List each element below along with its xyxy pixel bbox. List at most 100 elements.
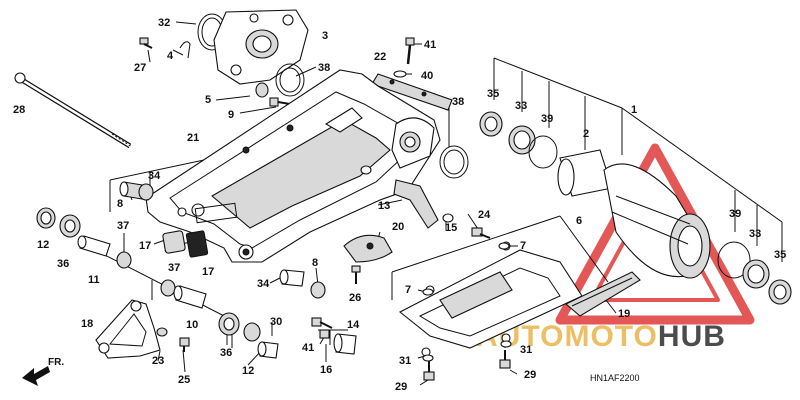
nut-small: [360, 165, 372, 175]
callout-31-right: 31: [520, 344, 532, 356]
o-ring-39b: [717, 241, 751, 279]
callout-24: 24: [478, 209, 491, 221]
callout-26: 26: [349, 292, 361, 304]
callout-9: 9: [228, 109, 234, 121]
callout-21: 21: [187, 132, 199, 144]
callout-3: 3: [322, 30, 328, 42]
eccentric-hub: [557, 149, 711, 279]
callout-34-lower: 34: [257, 278, 270, 290]
callout-7-right: 7: [520, 240, 526, 252]
callout-25: 25: [178, 374, 190, 386]
callout-1: 1: [631, 104, 637, 116]
oil-seal-35a: [479, 111, 503, 137]
callout-33-upper: 33: [515, 100, 527, 112]
washer-7b: [498, 242, 510, 250]
chain-guide-plate-22: [371, 73, 453, 111]
chain-guide-13: [393, 179, 439, 229]
shock-link-18: [95, 299, 161, 359]
callout-29-right: 29: [524, 369, 536, 381]
callout-37-lower: 37: [168, 262, 180, 274]
collar-5: [255, 82, 269, 98]
collar-14: [333, 333, 357, 355]
callout-17-left: 17: [139, 240, 151, 252]
callout-12-upper: 12: [37, 239, 49, 251]
callout-36-upper: 36: [57, 258, 69, 270]
oil-seal-35b: [768, 279, 792, 305]
watermark-text-moto: MOTO: [564, 320, 657, 353]
bolt-27: [139, 37, 153, 49]
chain-guide-19: [565, 271, 641, 317]
dust-seal-12b: [243, 322, 261, 342]
callout-8-upper: 8: [117, 198, 123, 210]
swingarm-body: [145, 69, 441, 263]
callout-12-lower: 12: [242, 365, 254, 377]
callout-38-lower: 38: [452, 96, 464, 108]
bolt-29a: [423, 360, 435, 381]
callout-28: 28: [13, 104, 25, 116]
front-direction-label: FR.: [48, 357, 64, 368]
callout-18: 18: [81, 318, 93, 330]
dust-seal-12a: [36, 207, 56, 229]
callout-41-lower: 41: [302, 342, 314, 354]
callout-23: 23: [152, 355, 164, 367]
callout-34-upper: 34: [148, 170, 161, 182]
callout-38-upper: 38: [318, 62, 330, 74]
callout-2: 2: [583, 128, 589, 140]
washer-40: [393, 70, 407, 78]
collar-10: [173, 285, 207, 309]
seal-38a: [275, 63, 305, 97]
callout-15: 15: [445, 222, 457, 234]
bearing-33b: [742, 259, 770, 289]
screw-26: [351, 265, 361, 284]
bearing-36b: [218, 312, 240, 336]
callout-35-lower: 35: [774, 249, 786, 261]
collar-31b: [500, 340, 512, 348]
callout-36-lower: 36: [220, 347, 232, 359]
bolt-24: [471, 227, 491, 239]
callout-33-lower: 33: [749, 228, 761, 240]
cotter-pin: [179, 41, 191, 59]
front-direction-arrow-icon: [22, 366, 50, 386]
o-ring-39a: [528, 135, 558, 169]
slider-pad-17a: [162, 230, 186, 254]
bolt-29b: [499, 350, 511, 369]
collar-15: [442, 213, 454, 223]
callout-27: 27: [134, 62, 146, 74]
callout-22: 22: [374, 51, 386, 63]
callout-14: 14: [347, 319, 360, 331]
callout-39-upper: 39: [541, 113, 553, 125]
nut-16: [319, 329, 330, 339]
callout-40: 40: [421, 70, 433, 82]
shock-link-bracket: [213, 9, 309, 85]
callout-31-left: 31: [399, 355, 411, 367]
seal-38b: [439, 145, 469, 179]
callout-6: 6: [576, 215, 582, 227]
callout-11: 11: [88, 274, 100, 286]
bolt-25: [179, 337, 190, 352]
callout-19: 19: [618, 308, 630, 320]
callout-16: 16: [320, 364, 332, 376]
needle-bearing-37b: [160, 279, 176, 297]
callout-30: 30: [270, 316, 282, 328]
callout-39-lower: 39: [729, 208, 741, 220]
callout-32: 32: [158, 17, 170, 29]
callout-37-upper: 37: [117, 220, 129, 232]
callout-7-left: 7: [405, 284, 411, 296]
callout-41-top: 41: [424, 39, 436, 51]
washer-7a: [422, 288, 434, 296]
callout-8-lower: 8: [312, 257, 318, 269]
pivot-shaft: [14, 72, 133, 149]
dust-seal-8a: [138, 183, 154, 201]
collar-23: [156, 327, 168, 337]
slider-pad-17b: [185, 230, 209, 258]
callout-5: 5: [205, 94, 211, 106]
callout-13: 13: [378, 200, 390, 212]
spacer-30: [257, 341, 279, 359]
chain-slider-20: [343, 234, 393, 263]
bearing-33a: [508, 125, 536, 155]
callout-29-left: 29: [395, 381, 407, 393]
bolt-41-top: [405, 37, 415, 65]
callout-10: 10: [186, 319, 198, 331]
bolt-41b: [311, 317, 333, 329]
